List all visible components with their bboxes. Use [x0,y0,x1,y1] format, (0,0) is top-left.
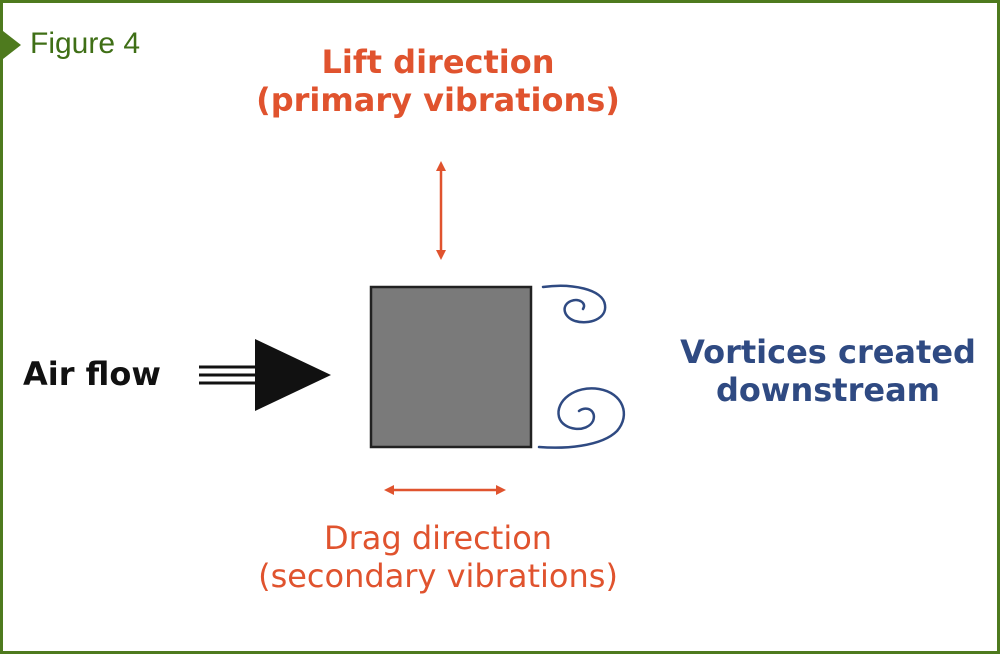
figure-marker-icon [3,31,21,59]
drag-direction-label: Drag direction (secondary vibrations) [203,519,673,596]
vortices-label-line2: downstream [716,371,940,410]
air-flow-arrow [199,339,331,411]
vortex-shedding-diagram [199,161,626,495]
air-flow-label: Air flow [23,355,161,393]
drag-direction-title: Drag direction [323,519,553,557]
lift-direction-title: Lift direction [321,43,555,81]
lower-vortex-spiral [537,387,626,449]
lift-direction-label: Lift direction (primary vibrations) [253,43,623,120]
bluff-body-square [369,285,533,449]
vortices-label: Vortices created downstream [668,333,988,410]
upper-vortex-spiral [541,284,607,324]
lift-direction-subtitle: (primary vibrations) [256,81,620,120]
drag-direction-subtitle: (secondary vibrations) [258,557,618,596]
figure-label: Figure 4 [30,27,141,60]
vortices-label-line1: Vortices created [680,333,976,371]
